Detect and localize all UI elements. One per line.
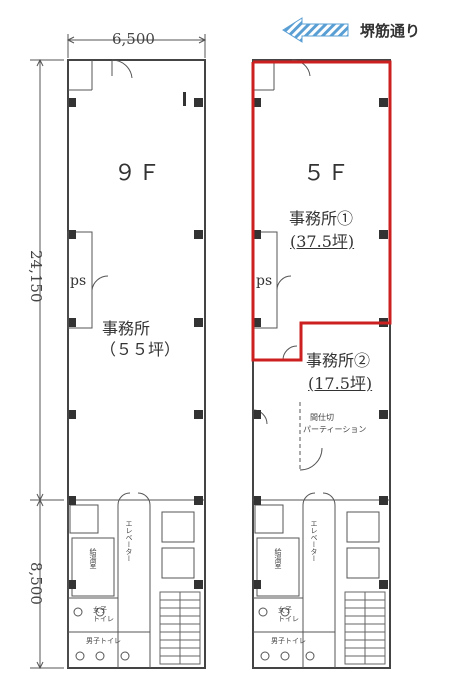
floor-right-ps-label: ps bbox=[256, 273, 273, 289]
floor-left-inner bbox=[67, 59, 205, 668]
floor-right-women-toilet: 女子 トイレ bbox=[278, 606, 299, 623]
floor-left-men-toilet: 男子トイレ bbox=[86, 637, 121, 645]
floor-left-ps-label: ps bbox=[70, 273, 87, 289]
floor-left-pipe-space-label: 給湯室 bbox=[89, 548, 97, 569]
floor-left-outline bbox=[67, 59, 206, 669]
floor-left-room-name: 事務所 bbox=[102, 319, 151, 338]
floor-left-room-area: （５５坪） bbox=[100, 340, 181, 359]
height-core-dimension: 8,500 bbox=[27, 562, 45, 605]
dimension-lines bbox=[30, 34, 207, 670]
floor-left-elevator-label: エレベーター bbox=[125, 520, 133, 562]
floor-right-title: ５Ｆ bbox=[303, 161, 352, 186]
floor-right-office1-area: (37.5坪) bbox=[290, 232, 355, 251]
floor-right-partition-label: パーティーション bbox=[303, 425, 367, 434]
street-label: 堺筋通り bbox=[360, 22, 421, 40]
floor-left-title: ９Ｆ bbox=[114, 161, 163, 186]
floor-left-women-toilet: 女子 トイレ bbox=[93, 606, 114, 623]
floor-right-office1-name: 事務所① bbox=[289, 209, 354, 228]
width-dimension: 6,500 bbox=[112, 30, 155, 48]
street-direction-arrow-icon bbox=[282, 17, 349, 43]
floor-right-elevator-label: エレベーター bbox=[310, 520, 318, 562]
floor-right-men-toilet: 男子トイレ bbox=[271, 637, 306, 645]
floor-right-inner bbox=[252, 59, 390, 668]
office1-highlight bbox=[251, 60, 392, 362]
floor-right-outline bbox=[252, 59, 391, 669]
floor-right-partition-title: 間仕切 bbox=[310, 413, 334, 422]
height-main-dimension: 24,150 bbox=[27, 250, 45, 303]
floor-right-pipe-space-label: 給湯室 bbox=[274, 548, 282, 569]
floor-right-office2-area: (17.5坪) bbox=[308, 374, 373, 393]
floor-left-columns bbox=[69, 92, 203, 589]
floor-right-office2-name: 事務所② bbox=[306, 351, 371, 370]
